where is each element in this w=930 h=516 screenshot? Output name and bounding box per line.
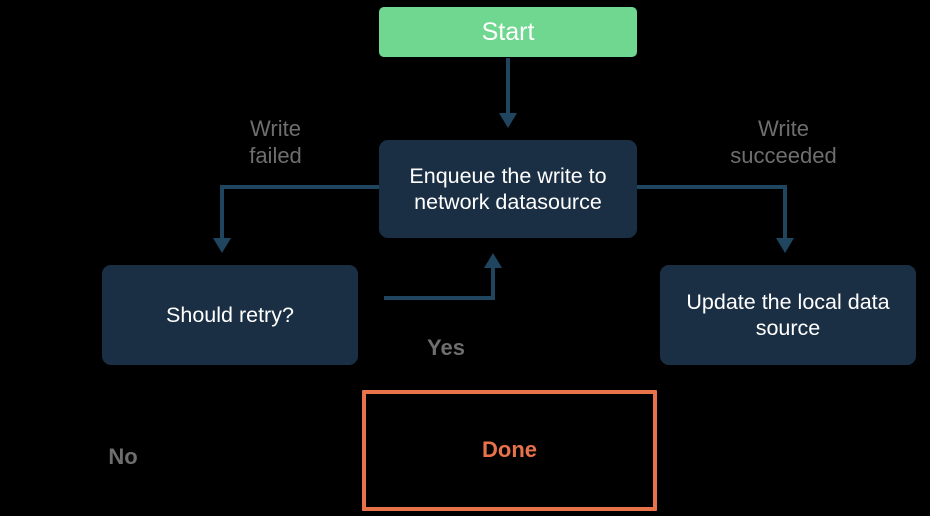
connector-retry-yes-horizontal — [384, 296, 495, 300]
node-should-retry[interactable]: Should retry? — [102, 265, 358, 365]
arrowhead-start-to-enqueue — [499, 113, 517, 128]
node-update-local-data-source-label: Update the local data source — [686, 289, 890, 340]
edge-label-write-failed: Write failed — [249, 116, 302, 169]
node-enqueue-write-label: Enqueue the write to network datasource — [409, 163, 607, 214]
connector-enqueue-to-update-vertical — [783, 185, 787, 241]
connector-enqueue-to-should-retry-vertical — [220, 185, 224, 241]
connector-enqueue-to-update-horizontal — [637, 185, 787, 189]
node-should-retry-label: Should retry? — [166, 302, 294, 327]
node-done-label: Done — [482, 437, 537, 463]
edge-label-write-succeeded: Write succeeded — [730, 116, 837, 169]
connector-enqueue-to-should-retry-horizontal — [220, 185, 380, 189]
arrowhead-to-should-retry — [213, 238, 231, 253]
connector-start-to-enqueue — [506, 58, 510, 116]
node-start-label: Start — [481, 17, 535, 46]
connector-retry-yes-vertical — [491, 268, 495, 300]
node-done[interactable]: Done — [362, 390, 657, 511]
node-start[interactable]: Start — [379, 7, 637, 57]
edge-label-yes: Yes — [427, 335, 465, 360]
edge-label-no: No — [108, 444, 138, 469]
node-enqueue-write[interactable]: Enqueue the write to network datasource — [379, 140, 637, 238]
arrowhead-retry-yes-to-enqueue — [484, 253, 502, 268]
arrowhead-to-update-local — [776, 238, 794, 253]
node-update-local-data-source[interactable]: Update the local data source — [660, 265, 916, 365]
